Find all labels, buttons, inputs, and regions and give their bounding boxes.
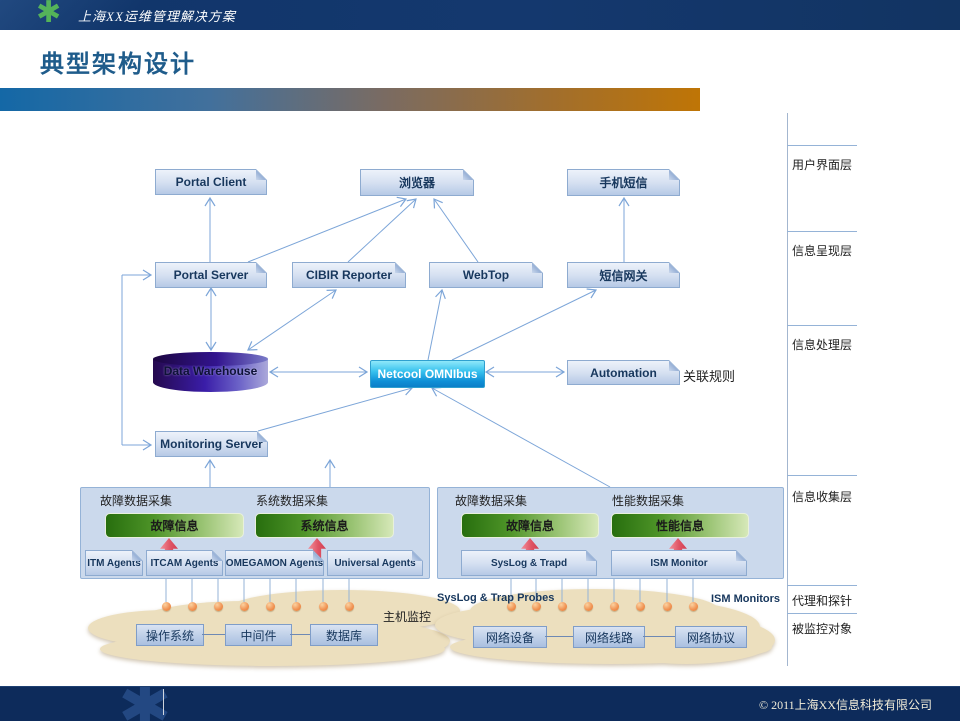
host-monitoring-label: 主机监控: [383, 610, 432, 624]
node-middleware: 中间件: [225, 624, 292, 646]
node-cibir-reporter: CIBIR Reporter: [292, 262, 406, 288]
node-network-protocol: 网络协议: [675, 626, 747, 648]
node-operating-system: 操作系统: [136, 624, 204, 646]
node-universal-agents: Universal Agents: [327, 550, 423, 576]
probe-dot: [214, 602, 223, 611]
cloud-connector: [545, 636, 573, 637]
node-middleware-label: 中间件: [240, 628, 277, 643]
perf-info-bar: 性能信息: [611, 513, 749, 538]
probe-dot: [507, 602, 516, 611]
layer-divider-4: [787, 475, 857, 476]
association-rules-label: 关联规则: [683, 369, 736, 384]
layer-divider-6: [787, 613, 857, 614]
node-data-warehouse: Data Warehouse: [153, 352, 268, 392]
probe-dot: [558, 602, 567, 611]
syslog-trap-probes-label: SysLog & Trap Probes: [437, 592, 555, 604]
node-network-protocol-label: 网络协议: [686, 630, 735, 645]
cloud-connector: [290, 634, 310, 635]
asterisk-watermark-icon: ✱: [118, 687, 172, 721]
right-panel-perf-title: 性能数据采集: [612, 494, 685, 508]
layer-label-processing: 信息处理层: [792, 338, 853, 352]
node-automation-label: Automation: [568, 361, 679, 384]
node-sms-gateway-label: 短信网关: [568, 263, 679, 287]
fault-info-bar: 故障信息: [105, 513, 244, 538]
node-operating-system-label: 操作系统: [145, 628, 194, 643]
probe-dot: [188, 602, 197, 611]
node-universal-agents-label: Universal Agents: [328, 551, 422, 575]
title-underline-bar: [0, 88, 700, 111]
probe-dot: [663, 602, 672, 611]
right-panel-fault-title: 故障数据采集: [455, 494, 528, 508]
layer-divider-2: [787, 231, 857, 232]
node-database: 数据库: [310, 624, 378, 646]
layer-divider-5: [787, 585, 857, 586]
layer-label-user-interface: 用户界面层: [792, 158, 853, 172]
fault-info-bar-right: 故障信息: [461, 513, 599, 538]
node-network-device-label: 网络设备: [485, 630, 534, 645]
layer-axis-line: [787, 113, 788, 666]
node-automation: Automation: [567, 360, 680, 385]
probe-dot: [689, 602, 698, 611]
node-ism-monitor: ISM Monitor: [611, 550, 747, 576]
node-browser: 浏览器: [360, 169, 474, 196]
probe-dot: [162, 602, 171, 611]
layer-label-collection: 信息收集层: [792, 490, 853, 504]
probe-dot: [266, 602, 275, 611]
system-info-bar: 系统信息: [255, 513, 394, 538]
probe-dot: [345, 602, 354, 611]
probe-dot: [610, 602, 619, 611]
probe-dot: [319, 602, 328, 611]
node-sms-gateway: 短信网关: [567, 262, 680, 288]
node-data-warehouse-label: Data Warehouse: [163, 364, 258, 378]
node-webtop-label: WebTop: [430, 263, 542, 287]
node-omegamon-agents-label: OMEGAMON Agents: [226, 551, 323, 575]
node-portal-client-label: Portal Client: [156, 170, 266, 194]
node-cibir-reporter-label: CIBIR Reporter: [293, 263, 405, 287]
layer-divider-3: [787, 325, 857, 326]
node-syslog-trapd-label: SysLog & Trapd: [462, 551, 596, 575]
node-itcam-agents-label: ITCAM Agents: [147, 551, 222, 575]
node-mobile-sms-label: 手机短信: [568, 170, 679, 195]
node-itm-agents-label: ITM Agents: [86, 551, 142, 575]
layer-label-monitored-objects: 被监控对象: [792, 622, 853, 636]
node-network-line: 网络线路: [573, 626, 645, 648]
node-network-device: 网络设备: [473, 626, 547, 648]
cloud-connector: [643, 636, 675, 637]
copyright-text: © 2011上海XX信息科技有限公司: [758, 698, 932, 712]
layer-label-presentation: 信息呈现层: [792, 244, 853, 258]
node-webtop: WebTop: [429, 262, 543, 288]
node-syslog-trapd: SysLog & Trapd: [461, 550, 597, 576]
node-itcam-agents: ITCAM Agents: [146, 550, 223, 576]
node-netcool-omnibus-label: Netcool OMNIbus: [377, 367, 478, 381]
layer-divider-1: [787, 145, 857, 146]
layer-label-agents-probes: 代理和探针: [792, 594, 853, 608]
node-ism-monitor-label: ISM Monitor: [612, 551, 746, 575]
left-panel-fault-title: 故障数据采集: [100, 494, 173, 508]
probe-dot: [240, 602, 249, 611]
node-portal-client: Portal Client: [155, 169, 267, 195]
probe-dot: [292, 602, 301, 611]
ism-monitors-label: ISM Monitors: [711, 593, 781, 605]
probe-dot: [584, 602, 593, 611]
node-browser-label: 浏览器: [361, 170, 473, 195]
node-monitoring-server-label: Monitoring Server: [156, 432, 267, 456]
title-bar: ✱ 上海XX运维管理解决方案: [0, 0, 960, 30]
left-panel-system-title: 系统数据采集: [256, 494, 329, 508]
data-warehouse-cylinder-top: [153, 352, 268, 366]
node-network-line-label: 网络线路: [584, 630, 633, 645]
node-database-label: 数据库: [325, 628, 362, 643]
footer-bar: ✱ © 2011上海XX信息科技有限公司: [0, 686, 960, 721]
node-mobile-sms: 手机短信: [567, 169, 680, 196]
probe-dot: [636, 602, 645, 611]
footer-divider: [163, 689, 164, 715]
node-omegamon-agents: OMEGAMON Agents: [225, 550, 324, 576]
page-title: 典型架构设计: [40, 52, 196, 78]
node-portal-server-label: Portal Server: [156, 263, 266, 287]
node-portal-server: Portal Server: [155, 262, 267, 288]
node-itm-agents: ITM Agents: [85, 550, 143, 576]
cloud-connector: [202, 634, 225, 635]
node-netcool-omnibus: Netcool OMNIbus: [370, 360, 485, 388]
probe-dot: [532, 602, 541, 611]
node-monitoring-server: Monitoring Server: [155, 431, 268, 457]
